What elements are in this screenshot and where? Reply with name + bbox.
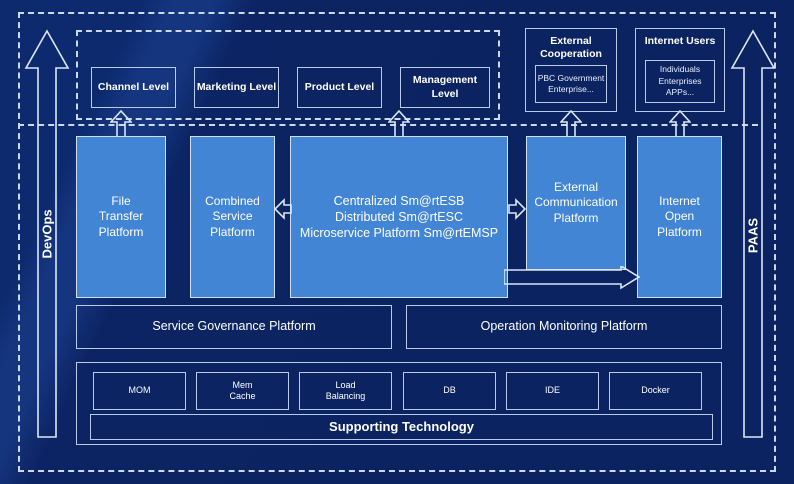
level-box-channel[interactable]: Channel Level	[91, 67, 176, 108]
internet-users-detail-text: Individuals Enterprises APPs...	[658, 64, 702, 98]
consumer-levels-group	[76, 30, 500, 120]
tech-box-mom[interactable]: MOM	[93, 372, 186, 410]
flow-arrow-up-file-transfer	[110, 110, 132, 138]
platform-integration-core[interactable]: Centralized Sm@rtESB Distributed Sm@rtES…	[290, 136, 508, 298]
devops-label: DevOps	[39, 209, 55, 259]
supporting-technology-bar[interactable]: Supporting Technology	[90, 414, 713, 440]
external-cooperation-detail-text: PBC Government Enterprise...	[537, 72, 605, 94]
internet-users-box[interactable]: Internet Users Individuals Enterprises A…	[635, 28, 725, 112]
platform-internet-open[interactable]: Internet Open Platform	[637, 136, 722, 298]
connector-core-to-combined-service	[274, 198, 292, 220]
internet-users-title: Internet Users	[644, 35, 716, 47]
tech-box-db[interactable]: DB	[403, 372, 496, 410]
flow-arrow-up-integration-core	[388, 110, 410, 138]
platform-label: Combined Service Platform	[205, 193, 260, 239]
level-box-management[interactable]: Management Level	[400, 67, 490, 108]
tech-label: MOM	[128, 385, 151, 396]
management-label: Service Governance Platform	[152, 319, 316, 334]
connector-core-to-internet-open	[504, 266, 640, 290]
level-box-marketing[interactable]: Marketing Level	[194, 67, 279, 108]
external-cooperation-title: External Cooperation	[540, 35, 602, 61]
paas-arrow[interactable]: PAAS	[730, 28, 776, 440]
platform-combined-service[interactable]: Combined Service Platform	[190, 136, 275, 298]
flow-arrow-up-internet-open	[669, 110, 691, 138]
devops-arrow[interactable]: DevOps	[24, 28, 70, 440]
flow-arrow-up-external-communication	[560, 110, 582, 138]
tech-label: IDE	[544, 385, 560, 396]
platform-label: External Communication Platform	[534, 179, 618, 225]
tech-box-ide[interactable]: IDE	[506, 372, 599, 410]
supporting-technology-label: Supporting Technology	[329, 418, 474, 434]
external-cooperation-detail: PBC Government Enterprise...	[535, 65, 607, 103]
tech-label: DB	[443, 385, 456, 396]
platform-external-communication[interactable]: External Communication Platform	[526, 136, 626, 270]
tech-box-mem-cache[interactable]: Mem Cache	[196, 372, 289, 410]
tech-label: Docker	[641, 385, 670, 396]
level-box-product[interactable]: Product Level	[297, 67, 382, 108]
tech-label: Mem Cache	[229, 379, 256, 401]
platform-label: File Transfer Platform	[98, 193, 144, 239]
paas-label: PAAS	[745, 217, 761, 254]
internet-users-detail: Individuals Enterprises APPs...	[645, 60, 715, 103]
outer-dashed-frame	[18, 12, 776, 472]
connector-core-to-external-communication	[508, 198, 526, 220]
management-label: Operation Monitoring Platform	[480, 319, 648, 334]
external-cooperation-box[interactable]: External Cooperation PBC Government Ente…	[525, 28, 617, 112]
level-label: Marketing Level	[196, 80, 277, 93]
tech-label: Load Balancing	[325, 379, 366, 401]
platform-label: Internet Open Platform	[657, 193, 702, 239]
service-governance-platform[interactable]: Service Governance Platform	[76, 305, 392, 349]
tech-box-docker[interactable]: Docker	[609, 372, 702, 410]
platform-label: Centralized Sm@rtESB Distributed Sm@rtES…	[299, 193, 499, 241]
operation-monitoring-platform[interactable]: Operation Monitoring Platform	[406, 305, 722, 349]
level-label: Product Level	[304, 80, 375, 93]
tech-box-load-balancing[interactable]: Load Balancing	[299, 372, 392, 410]
supporting-technology-container	[76, 362, 722, 445]
platform-file-transfer[interactable]: File Transfer Platform	[76, 136, 166, 298]
level-label: Management Level	[412, 74, 478, 100]
layer-separator-dashed-line	[18, 124, 758, 126]
level-label: Channel Level	[97, 80, 170, 93]
